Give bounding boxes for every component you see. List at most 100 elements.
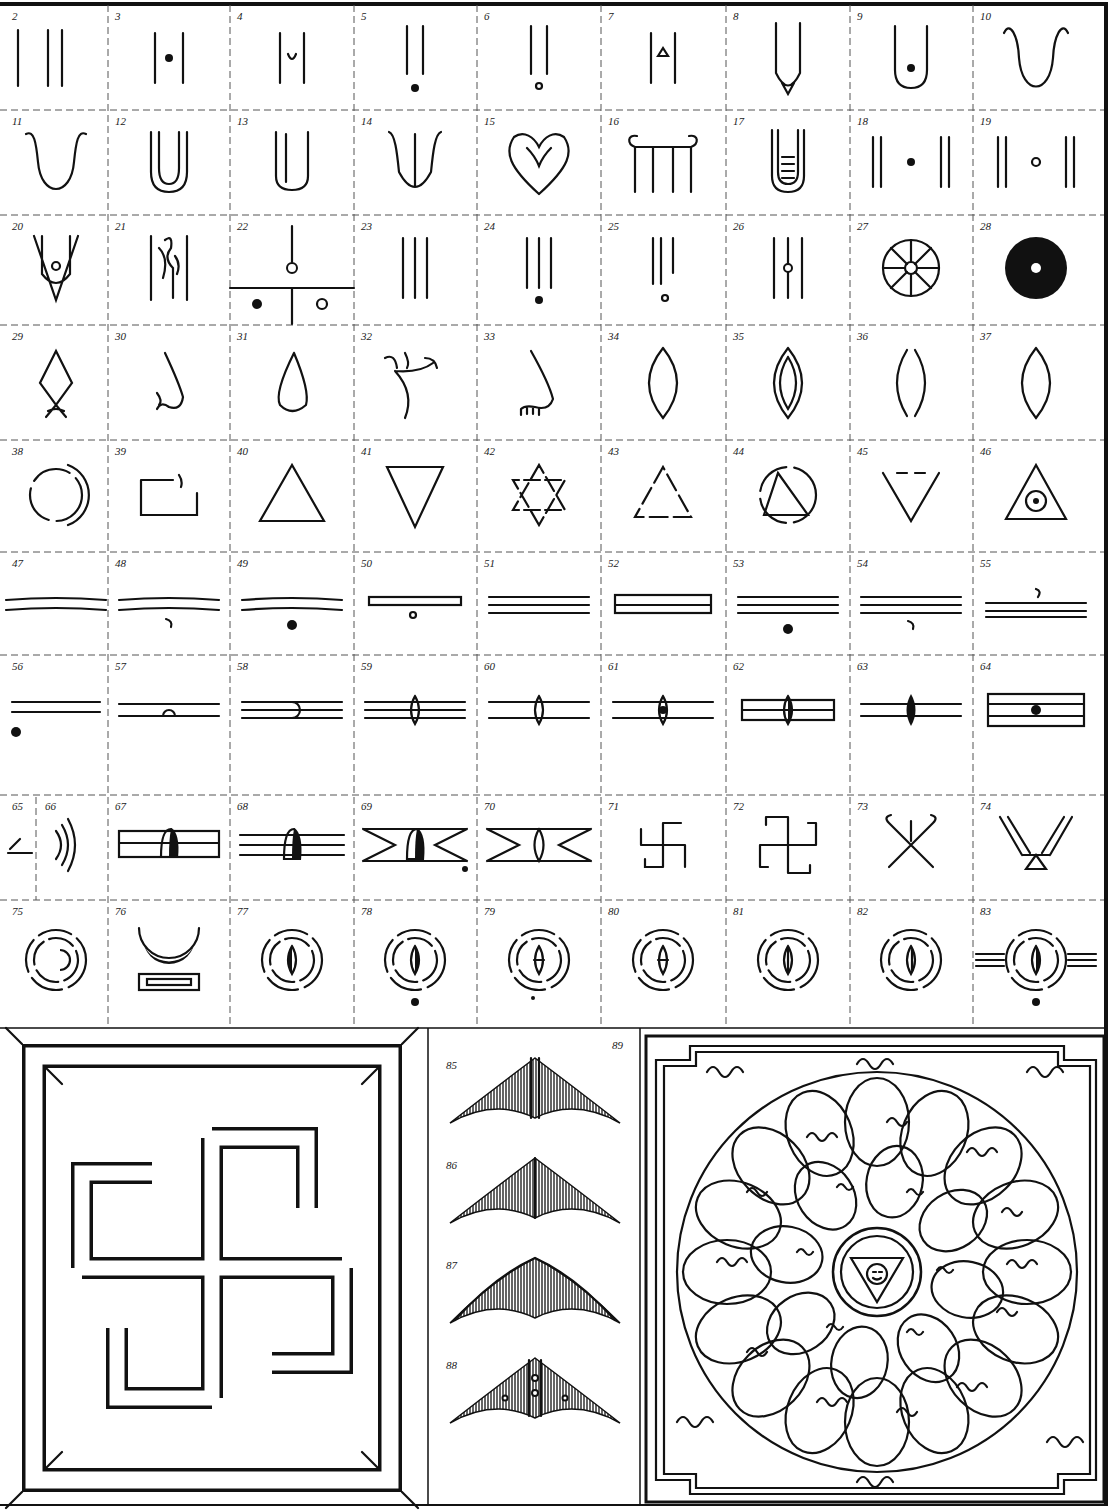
swastika-figure (6, 1028, 418, 1508)
callout-number: 50 (361, 558, 372, 569)
callout-number: 12 (115, 116, 126, 127)
callout-number: 42 (484, 446, 495, 457)
callout-number: 24 (484, 221, 495, 232)
callout-number: 19 (980, 116, 991, 127)
callout-number: 10 (980, 11, 991, 22)
callout-number: 36 (857, 331, 868, 342)
callout-number: 26 (733, 221, 744, 232)
callout-number: 22 (237, 221, 248, 232)
callout-number: 61 (608, 661, 619, 672)
callout-number: 62 (733, 661, 744, 672)
callout-number: 4 (237, 11, 243, 22)
callout-number: 38 (12, 446, 23, 457)
callout-number: 81 (733, 906, 744, 917)
callout-number: 70 (484, 801, 495, 812)
symbol-row (18, 23, 1068, 94)
callout-number: 59 (361, 661, 372, 672)
callout-number: 20 (12, 221, 23, 232)
callout-number: 54 (857, 558, 868, 569)
callout-number: 44 (733, 446, 744, 457)
callout-number: 65 (12, 801, 23, 812)
callout-number: 48 (115, 558, 126, 569)
callout-number: 7 (608, 11, 614, 22)
callout-number: 89 (612, 1040, 623, 1051)
callout-number: 21 (115, 221, 126, 232)
callout-number: 71 (608, 801, 619, 812)
callout-number: 43 (608, 446, 619, 457)
wing-figures (450, 1058, 620, 1423)
callout-number: 37 (980, 331, 991, 342)
callout-number: 72 (733, 801, 744, 812)
callout-number: 75 (12, 906, 23, 917)
callout-number: 83 (980, 906, 991, 917)
yantra-figure (646, 1036, 1104, 1502)
callout-number: 80 (608, 906, 619, 917)
callout-number: 15 (484, 116, 495, 127)
callout-number: 67 (115, 801, 126, 812)
callout-number: 46 (980, 446, 991, 457)
symbol-row (30, 465, 1066, 527)
callout-number: 39 (115, 446, 126, 457)
callout-number: 16 (608, 116, 619, 127)
callout-number: 57 (115, 661, 126, 672)
callout-number: 85 (446, 1060, 457, 1071)
symbol-row (8, 797, 1072, 900)
callout-number: 60 (484, 661, 495, 672)
symbol-row (34, 226, 1067, 324)
grid-lines (0, 5, 1104, 1505)
callout-number: 77 (237, 906, 248, 917)
callout-number: 41 (361, 446, 372, 457)
callout-number: 51 (484, 558, 495, 569)
symbol-row (26, 928, 1096, 1006)
callout-number: 68 (237, 801, 248, 812)
callout-number: 18 (857, 116, 868, 127)
callout-number: 74 (980, 801, 991, 812)
callout-number: 87 (446, 1260, 457, 1271)
callout-number: 55 (980, 558, 991, 569)
symbol-row (6, 589, 1086, 634)
callout-number: 58 (237, 661, 248, 672)
callout-number: 33 (484, 331, 495, 342)
callout-number: 17 (733, 116, 744, 127)
callout-number: 82 (857, 906, 868, 917)
callout-number: 73 (857, 801, 868, 812)
callout-number: 11 (12, 116, 22, 127)
callout-number: 53 (733, 558, 744, 569)
callout-number: 64 (980, 661, 991, 672)
callout-number: 49 (237, 558, 248, 569)
callout-number: 30 (115, 331, 126, 342)
callout-number: 47 (12, 558, 23, 569)
callout-number: 27 (857, 221, 868, 232)
callout-number: 29 (12, 331, 23, 342)
callout-number: 13 (237, 116, 248, 127)
callout-number: 35 (733, 331, 744, 342)
callout-number: 32 (361, 331, 372, 342)
callout-number: 25 (608, 221, 619, 232)
callout-number: 28 (980, 221, 991, 232)
callout-number: 14 (361, 116, 372, 127)
callout-number: 78 (361, 906, 372, 917)
callout-number: 6 (484, 11, 490, 22)
callout-number: 66 (45, 801, 56, 812)
callout-number: 88 (446, 1360, 457, 1371)
callout-number: 3 (115, 11, 121, 22)
callout-number: 9 (857, 11, 863, 22)
symbol-row (40, 348, 1050, 418)
callout-number: 2 (12, 11, 18, 22)
callout-number: 8 (733, 11, 739, 22)
callout-number: 69 (361, 801, 372, 812)
callout-number: 86 (446, 1160, 457, 1171)
callout-number: 40 (237, 446, 248, 457)
callout-number: 52 (608, 558, 619, 569)
symbol-row (26, 130, 1074, 194)
callout-number: 79 (484, 906, 495, 917)
callout-number: 45 (857, 446, 868, 457)
callout-number: 23 (361, 221, 372, 232)
callout-number: 63 (857, 661, 868, 672)
callout-number: 56 (12, 661, 23, 672)
symbol-row (11, 694, 1084, 737)
callout-number: 34 (608, 331, 619, 342)
callout-number: 5 (361, 11, 367, 22)
